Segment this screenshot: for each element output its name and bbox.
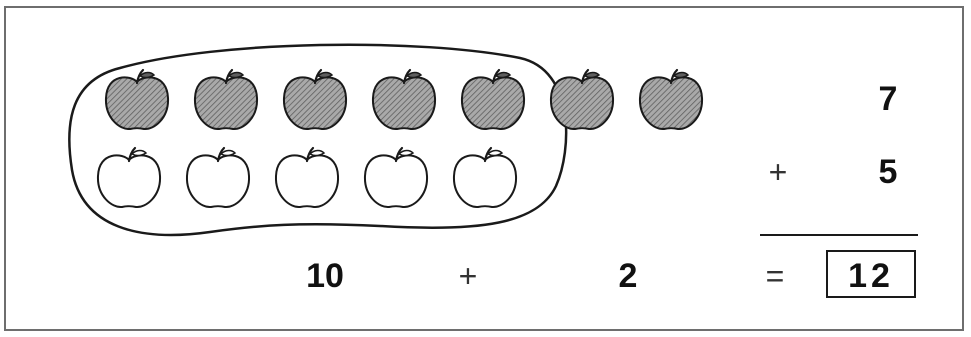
equation-left-number: 10 [306,257,344,295]
shaded-apple-icon [106,70,168,129]
vertical-sum-top: 7 [879,80,898,118]
shaded-apple-icon [462,70,524,129]
vertical-sum-operator: + [769,154,788,190]
vertical-sum-bottom: 5 [879,153,898,191]
outlined-apple-icon [187,148,249,207]
equation-equals-sign: = [766,258,785,294]
equation-plus-sign: + [459,258,478,294]
shaded-apple-icon [640,70,702,129]
outlined-apple-icon [276,148,338,207]
shaded-apple-icon [373,70,435,129]
outlined-apple-icon [454,148,516,207]
outlined-apple-icon [98,148,160,207]
answer-value: 12 [848,257,894,295]
equation-right-number: 2 [619,257,638,295]
shaded-apple-icon [551,70,613,129]
shaded-apple-icon [284,70,346,129]
outlined-apple-icon [365,148,427,207]
shaded-apple-icon [195,70,257,129]
